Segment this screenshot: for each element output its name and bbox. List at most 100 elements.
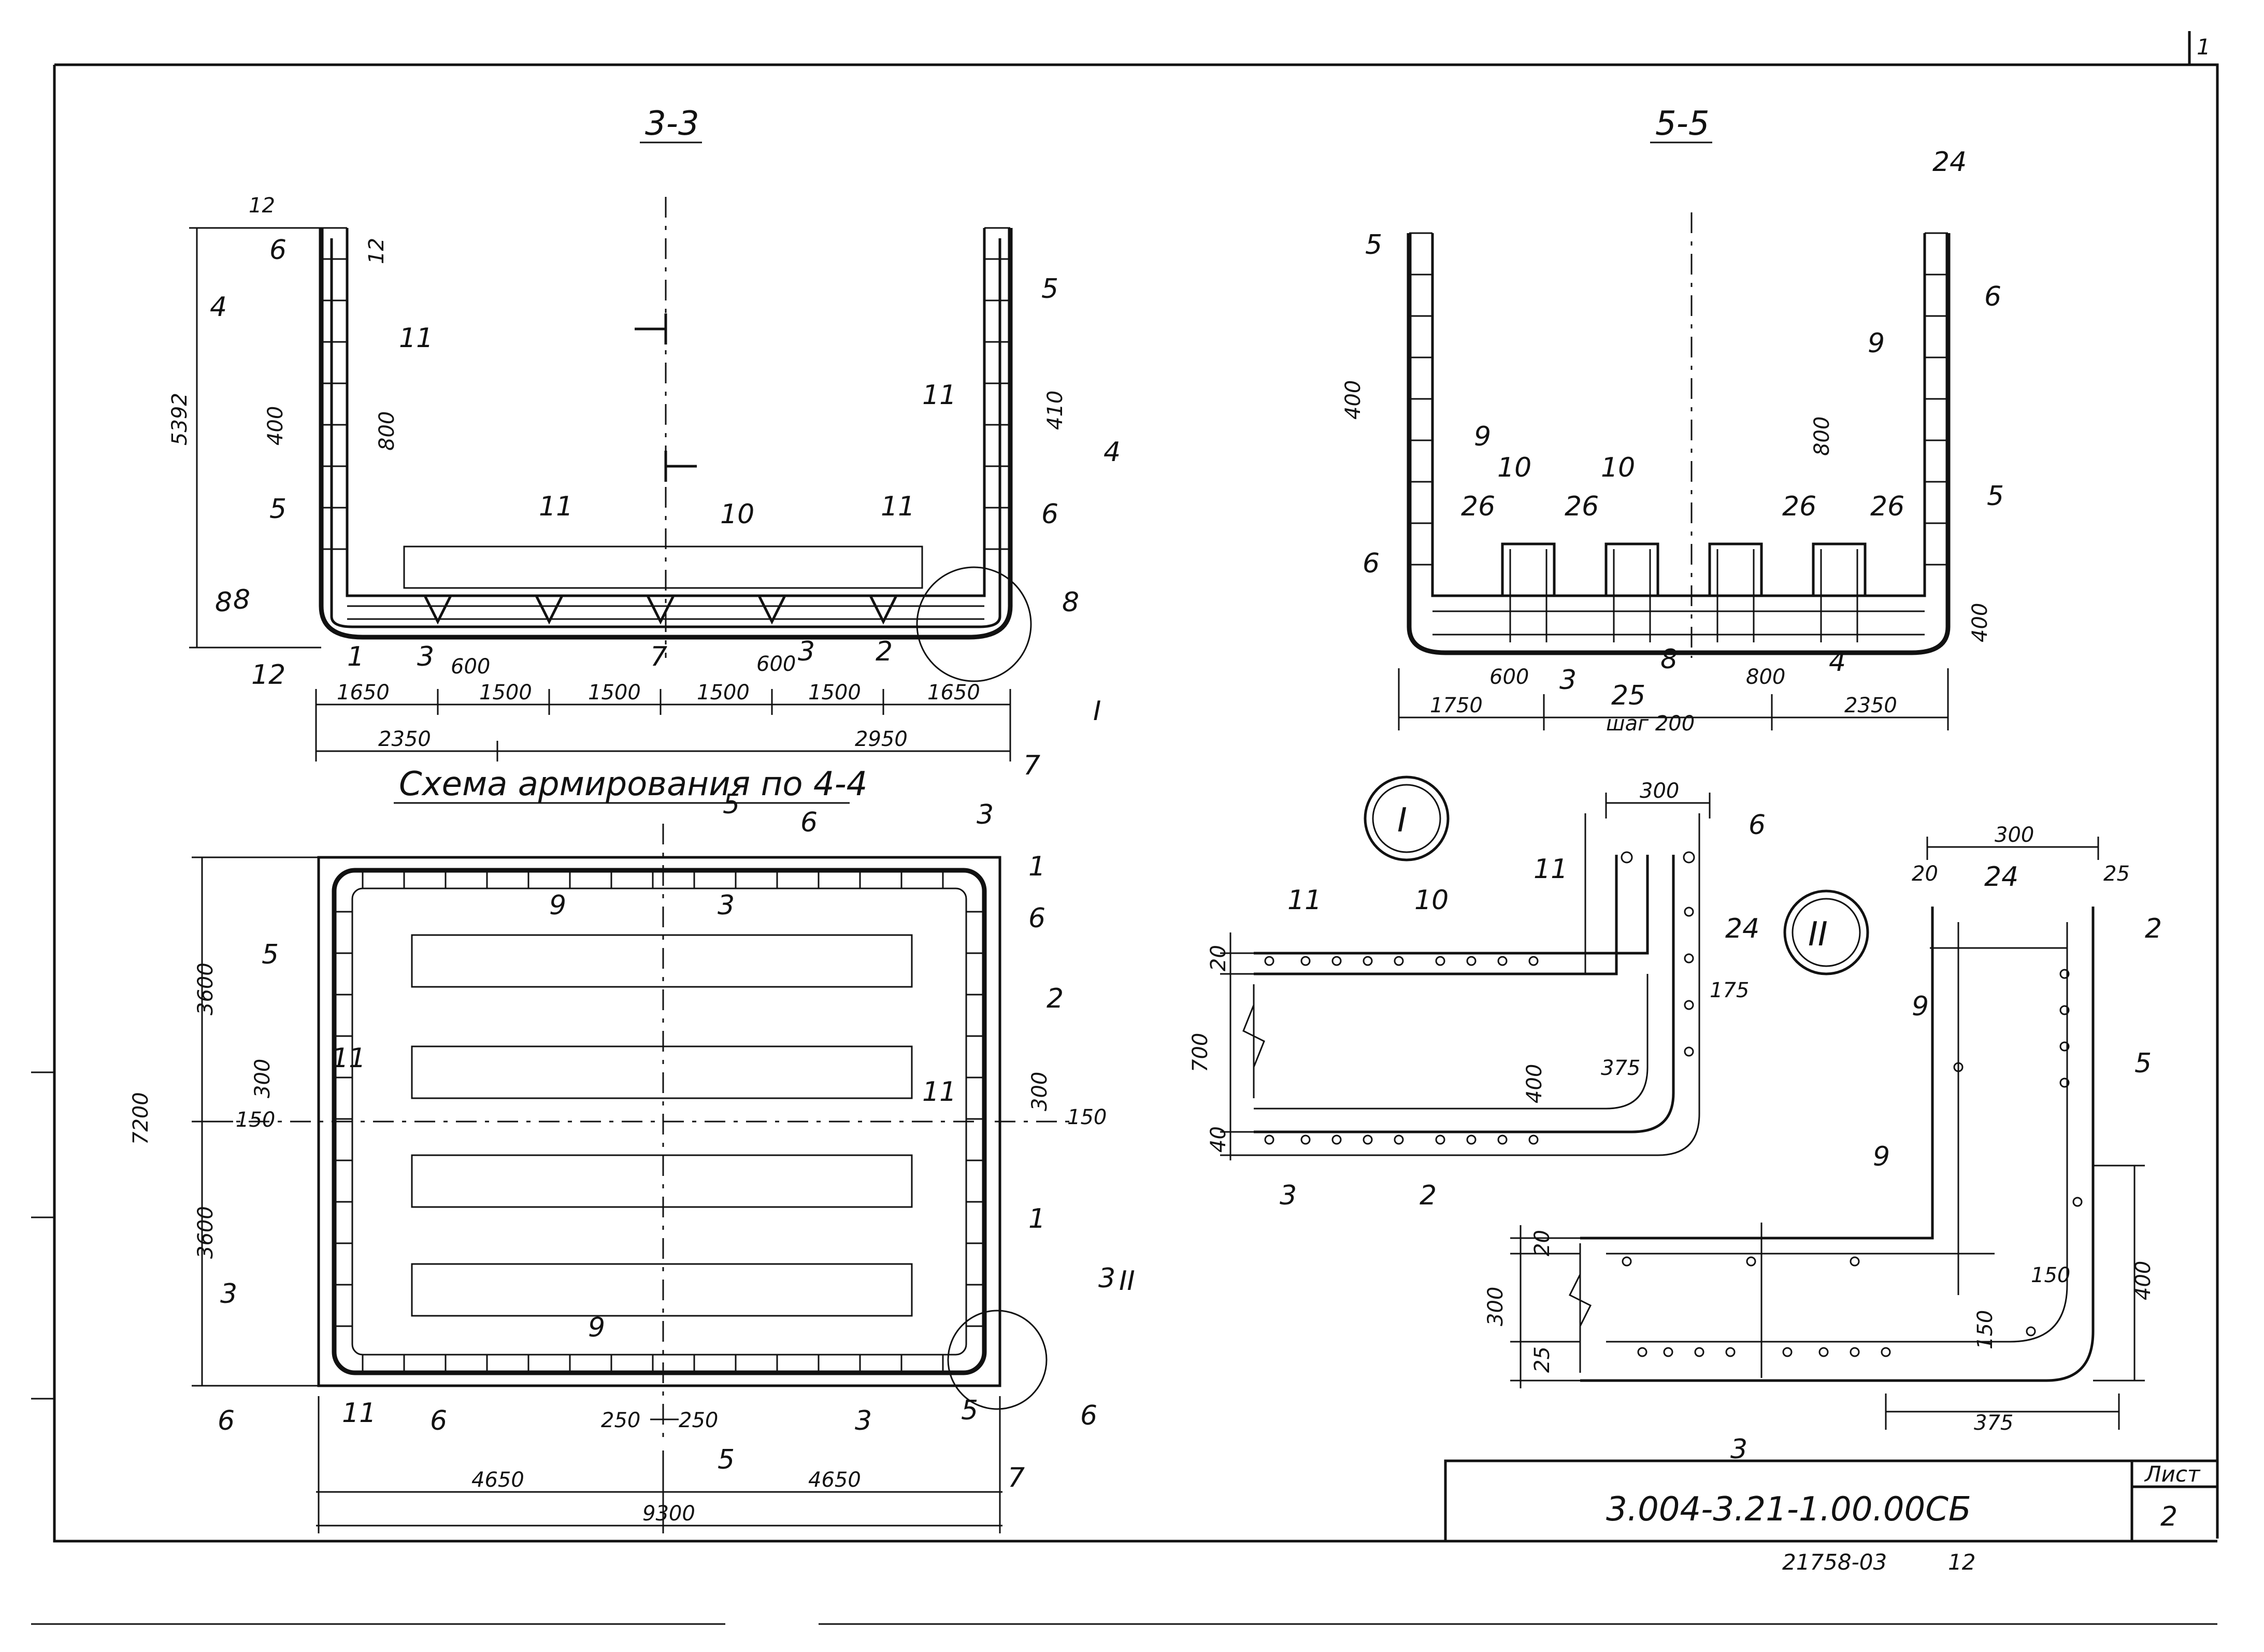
- callout: 11: [922, 380, 956, 411]
- section-mark: 5: [723, 789, 740, 820]
- callout: 3: [977, 799, 994, 830]
- callout: 9: [1873, 1141, 1890, 1172]
- plan-4-4: Схема армирования по 4-4 7200 3600 3600 …: [129, 750, 1135, 1533]
- callout: 1: [1028, 851, 1045, 882]
- dim-detail-I: 375: [1601, 1056, 1640, 1080]
- callout: 11: [332, 1043, 366, 1074]
- detail-I-label: I: [1397, 801, 1407, 840]
- dim-detail-I: 40: [1207, 1126, 1230, 1153]
- dim-5-5: 1750: [1430, 694, 1483, 717]
- callout: 11: [342, 1398, 376, 1429]
- dim-plan-bottom: 4650: [808, 1468, 861, 1492]
- step-note: шаг 200: [1606, 712, 1695, 736]
- detail-II-marker: [947, 1310, 1048, 1410]
- detail-I-badge: [1364, 775, 1450, 861]
- dim-5-5: 400: [1968, 603, 1992, 642]
- callout: 11: [881, 491, 915, 522]
- callout: 6: [269, 235, 286, 266]
- dim-5-5: 600: [1489, 665, 1529, 689]
- dim-height: 5392: [168, 393, 192, 446]
- dim-plan-side: 150: [1067, 1105, 1107, 1129]
- section-5-5-title: 5-5: [1655, 105, 1710, 143]
- callout: 1: [1028, 1203, 1045, 1234]
- footer: 21758-03 12: [31, 1549, 2217, 1625]
- dim-bottom: 1500: [588, 681, 641, 705]
- dim-detail-II: 300: [1484, 1287, 1508, 1326]
- dim-spacing-800: 800: [375, 411, 399, 451]
- callout: 5: [961, 1395, 978, 1426]
- callout: 26: [1782, 491, 1816, 522]
- section-mark: 7: [1023, 750, 1040, 781]
- callout: 8: [233, 584, 250, 615]
- dim-detail-I: 400: [1523, 1064, 1546, 1103]
- section-mark: 3: [1098, 1263, 1115, 1294]
- callout: 2: [1420, 1180, 1437, 1211]
- dim-5-5: 2350: [1844, 694, 1897, 717]
- dim-plan-total: 9300: [642, 1502, 695, 1526]
- page-number: 12: [1948, 1549, 1975, 1575]
- dim-plan-height: 7200: [129, 1092, 153, 1145]
- dim-spacing-400: 400: [264, 406, 288, 446]
- callout: 9: [588, 1312, 605, 1343]
- callout: 9: [549, 890, 566, 921]
- dim-plan-bottom: 250: [601, 1409, 640, 1432]
- callout: 10: [720, 499, 754, 530]
- callout: 11: [399, 323, 433, 354]
- sheet-frame: 1: [31, 31, 2219, 1543]
- dim-plan-side: 150: [236, 1108, 275, 1132]
- callout: 11: [1534, 854, 1568, 885]
- dim-top-right: 12: [365, 238, 389, 264]
- callout: 9: [1474, 421, 1491, 452]
- dim-detail-II: 300: [1995, 823, 2034, 847]
- dim-bottom: 1500: [808, 681, 861, 705]
- section-3-3: 3-3 5392 12 12 400 800 410 6 11 5 5 11 6…: [168, 105, 1121, 762]
- callout: 3: [798, 636, 815, 667]
- callout: 5: [1041, 274, 1058, 305]
- callout: 2: [2145, 913, 2162, 944]
- callout: 6: [1363, 548, 1380, 579]
- callout-detail-I: I: [1093, 696, 1101, 727]
- dim-detail-I: 300: [1640, 779, 1679, 803]
- callout: 11: [539, 491, 573, 522]
- dim-detail-II: 20: [1530, 1230, 1554, 1256]
- dim-bottom: 1500: [697, 681, 750, 705]
- dim-detail-II: 400: [2131, 1261, 2155, 1300]
- section-mark: 6: [218, 1405, 235, 1436]
- callout: 24: [1984, 861, 2018, 893]
- section-mark: 8: [1062, 587, 1079, 618]
- callout: 9: [1912, 991, 1929, 1022]
- archive-number: 21758-03: [1782, 1549, 1887, 1575]
- callout: 25: [1611, 680, 1645, 711]
- callout: 3: [855, 1405, 872, 1436]
- callout: 3: [1559, 665, 1577, 696]
- callout: 2: [876, 636, 893, 667]
- callout: 26: [1461, 491, 1495, 522]
- section-mark: 7: [1008, 1462, 1025, 1493]
- dim-detail-I: 20: [1207, 945, 1230, 971]
- dim-bottom: 1500: [479, 681, 532, 705]
- callout: 11: [1287, 885, 1322, 916]
- callout: 8: [1660, 644, 1678, 675]
- section-mark: 6: [1080, 1400, 1097, 1431]
- callout: 5: [1365, 229, 1382, 261]
- callout: 9: [1868, 328, 1885, 359]
- dim-detail-II: 25: [1530, 1346, 1554, 1373]
- detail-I: I 300 20 700 40 400 175 375 11 10 11 6 2…: [1188, 775, 1766, 1211]
- rebar-dots-detail-II: [1622, 969, 2083, 1357]
- dim-plan-half: 3600: [194, 1206, 218, 1259]
- drawing-code: 3.004-3.21-1.00.00СБ: [1606, 1490, 1971, 1529]
- dim-5-5: 800: [1746, 665, 1785, 689]
- callout: 10: [1414, 885, 1449, 916]
- callout: 24: [1725, 913, 1759, 944]
- dim-offset: 600: [756, 652, 796, 676]
- callout: 26: [1870, 491, 1904, 522]
- dim-bottom: 1650: [927, 681, 980, 705]
- callout: 3: [417, 641, 434, 672]
- callout: 5: [269, 494, 286, 525]
- dim-detail-II: 375: [1974, 1411, 2013, 1435]
- callout: 26: [1565, 491, 1599, 522]
- sheet-label: Лист: [2144, 1461, 2201, 1487]
- callout: 24: [1932, 147, 1967, 178]
- callout: 10: [1601, 452, 1635, 483]
